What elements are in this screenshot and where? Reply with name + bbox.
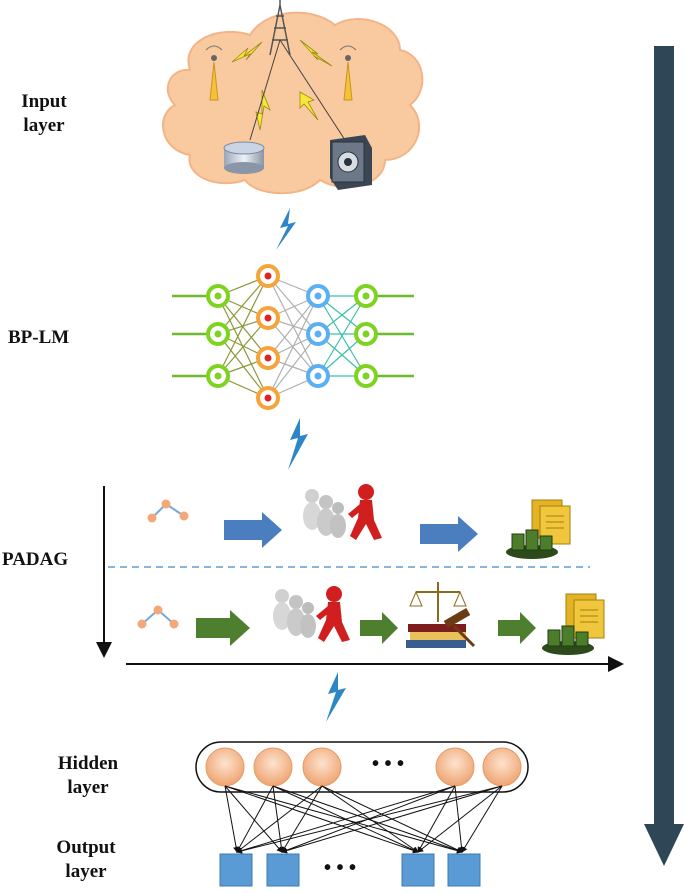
link-icon-2 bbox=[288, 418, 308, 470]
arrow-green-1 bbox=[196, 610, 250, 646]
hidden-layer-label-line2: layer bbox=[67, 777, 109, 798]
hidden-nodes bbox=[205, 747, 522, 787]
input-layer-label-line1: Input bbox=[21, 91, 67, 112]
documents-icon-row2 bbox=[542, 593, 605, 655]
output-layer-label: Output layer bbox=[40, 836, 132, 884]
graph-icon-row1 bbox=[147, 499, 189, 523]
database-icon bbox=[223, 141, 265, 174]
cloud-network bbox=[162, 11, 424, 195]
link-icon-3 bbox=[326, 672, 346, 722]
arrow-green-2 bbox=[360, 612, 398, 644]
hidden-node-5 bbox=[482, 747, 522, 787]
cloud-lines bbox=[249, 39, 346, 141]
hidden-node-3 bbox=[302, 747, 342, 787]
hidden-node-4 bbox=[435, 747, 475, 787]
hidden-node-1 bbox=[205, 747, 245, 787]
padag-label: PADAG bbox=[2, 549, 69, 570]
input-layer-label: Input layer bbox=[10, 90, 78, 138]
padag-axes bbox=[96, 486, 624, 672]
hidden-layer-label-line1: Hidden bbox=[57, 753, 119, 774]
output-node-1 bbox=[219, 853, 253, 887]
output-node-4 bbox=[447, 853, 481, 887]
output-ellipsis: • • • bbox=[324, 857, 356, 879]
output-node-2 bbox=[266, 853, 300, 887]
output-layer-label-line1: Output bbox=[56, 837, 116, 858]
link-icon-1 bbox=[276, 208, 296, 250]
graph-icon-row2 bbox=[137, 605, 179, 629]
hidden-layer-label: Hidden layer bbox=[42, 752, 134, 800]
cloud-links bbox=[231, 39, 333, 131]
people-group-icon-row1 bbox=[303, 484, 382, 540]
server-icon bbox=[330, 135, 372, 190]
arrow-blue-1 bbox=[224, 512, 282, 548]
bp-lm-network bbox=[172, 264, 414, 410]
antenna-right-icon bbox=[339, 45, 357, 101]
arrow-blue-2 bbox=[420, 516, 478, 552]
bplm-label: BP-LM bbox=[8, 327, 70, 348]
dense-connections bbox=[224, 785, 503, 854]
output-node-3 bbox=[401, 853, 435, 887]
hidden-layer-container bbox=[195, 741, 529, 793]
flow-direction-arrow bbox=[644, 46, 684, 866]
documents-icon-row1 bbox=[506, 499, 571, 559]
input-layer-label-line2: layer bbox=[23, 115, 65, 136]
output-nodes bbox=[219, 853, 481, 887]
arrow-green-3 bbox=[498, 612, 536, 644]
justice-books-icon bbox=[406, 582, 476, 648]
people-group-icon-row2 bbox=[273, 586, 350, 642]
output-layer-label-line2: layer bbox=[65, 861, 107, 882]
hidden-ellipsis: • • • bbox=[372, 753, 404, 775]
antenna-left-icon bbox=[205, 45, 223, 101]
hidden-node-2 bbox=[253, 747, 293, 787]
nn-layer-2 bbox=[256, 264, 280, 410]
